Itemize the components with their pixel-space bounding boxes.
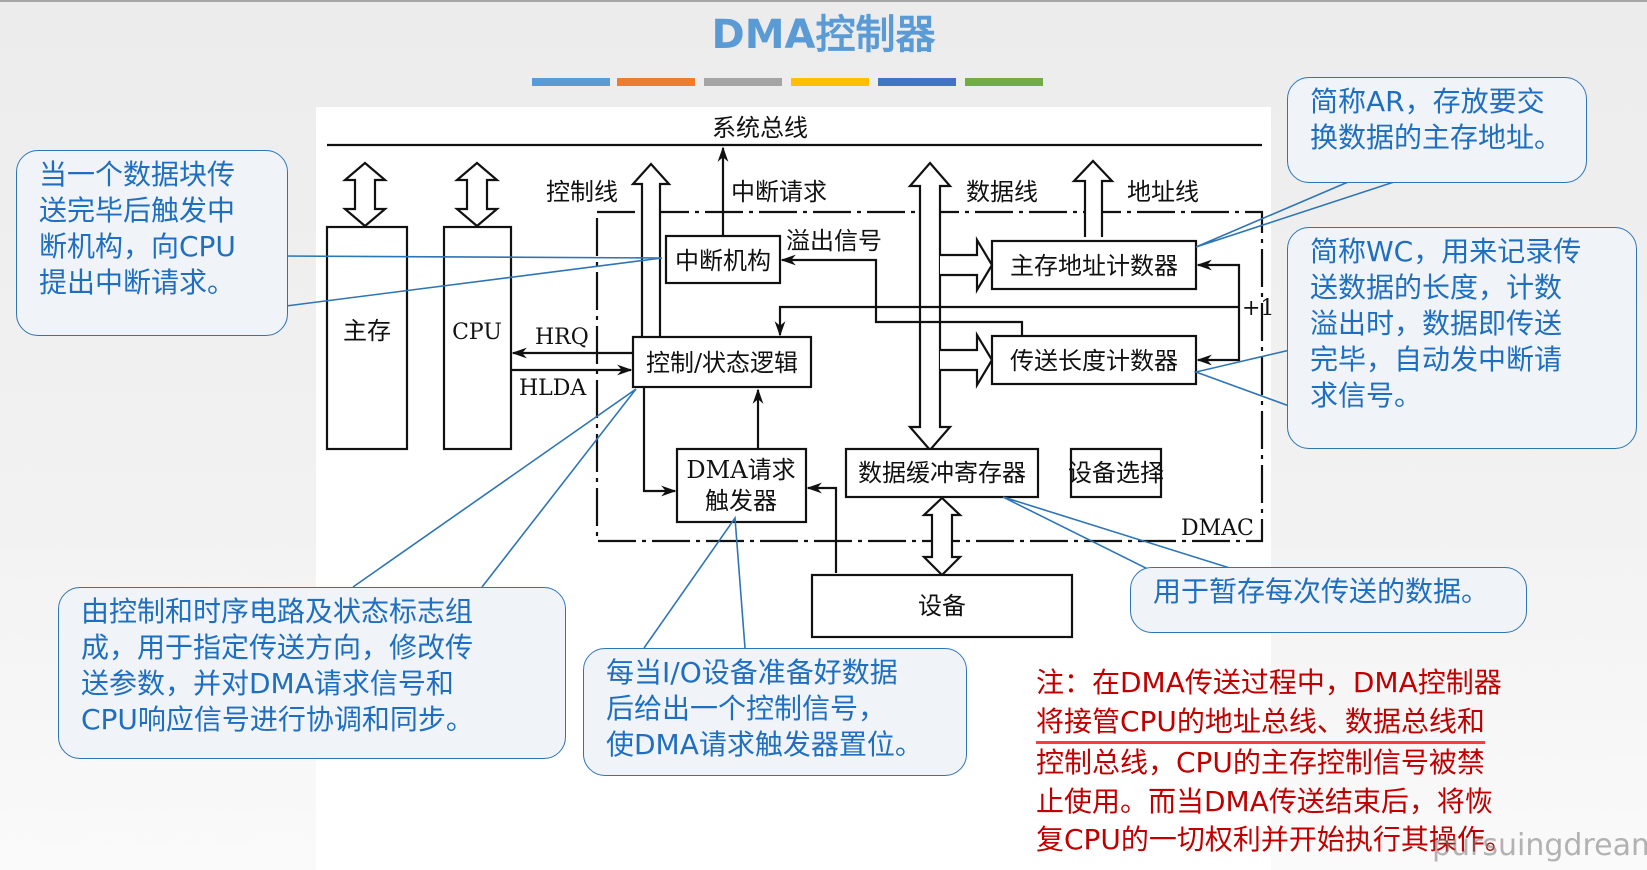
callout-line: 后给出一个控制信号，: [606, 692, 887, 725]
callout-line: 断机构，向CPU: [39, 230, 236, 263]
dmac-boundary: [595, 210, 1264, 543]
callout-line: 简称AR，存放要交: [1310, 85, 1545, 118]
buffer-device-arrow: [921, 496, 963, 577]
length-counter-box: [990, 334, 1198, 386]
overflow-signal-label: 溢出信号: [786, 227, 882, 255]
buffer-callout-leader: [1002, 496, 1301, 591]
color-bar: [791, 78, 869, 86]
device-select-box: [1069, 447, 1163, 499]
data-line-label: 数据线: [966, 178, 1038, 206]
device-select-label: 设备选择: [1068, 459, 1164, 487]
callout-line: 换数据的主存地址。: [1310, 121, 1563, 154]
callout-data-buffer: 用于暂存每次传送的数据。: [1130, 567, 1527, 633]
device-label: 设备: [918, 592, 966, 620]
trigger-callout-leader: [643, 515, 746, 649]
main-memory-box: [325, 225, 409, 451]
callout-line: 当一个数据块传: [39, 158, 236, 191]
control-line-arrow: [630, 162, 672, 338]
interrupt-request-label: 中断请求: [731, 178, 827, 206]
overflow-signal-arrow: [780, 254, 1024, 336]
dma-trigger-box: [675, 447, 808, 524]
memory-bus-arrow: [342, 161, 388, 228]
data-buffer-label: 数据缓冲寄存器: [858, 459, 1026, 487]
callout-control-logic: 由控制和时序电路及状态标志组 成，用于指定传送方向，修改传 送参数，并对DMA请…: [58, 587, 566, 759]
address-counter-box: [990, 239, 1198, 291]
callout-line: 成，用于指定传送方向，修改传: [81, 631, 474, 664]
note-line: 复CPU的一切权利并开始执行其操作。: [1036, 823, 1513, 856]
callout-address-register: 简称AR，存放要交 换数据的主存地址。: [1287, 77, 1587, 183]
wc-callout-leader: [1193, 349, 1301, 411]
dma-trigger-label-1: DMA请求: [686, 456, 795, 484]
dmac-label: DMAC: [1181, 516, 1254, 541]
callout-line: 求信号。: [1310, 379, 1423, 412]
callout-line: 简称WC，用来记录传: [1310, 235, 1582, 268]
control-logic-label: 控制/状态逻辑: [646, 349, 798, 377]
callout-line: 送参数，并对DMA请求信号和: [81, 667, 454, 700]
dma-note: 注：在DMA传送过程中，DMA控制器 将接管CPU的地址总线、数据总线和 控制总…: [1036, 664, 1596, 860]
hlda-label: HLDA: [519, 376, 587, 401]
interrupt-callout-leader: [279, 255, 663, 307]
data-to-address-arrow: [940, 236, 994, 294]
control-logic-callout-leader: [352, 388, 637, 588]
cpu-bus-arrow: [454, 161, 500, 228]
color-bar: [704, 78, 782, 86]
interrupt-unit-label: 中断机构: [675, 247, 771, 275]
callout-line: 完毕，自动发中断请: [1310, 343, 1563, 376]
note-line: 止使用。而当DMA传送结束后，将恢: [1036, 784, 1493, 818]
color-bar: [532, 78, 610, 86]
plus-one-label: +1: [1242, 296, 1274, 321]
note-line: 控制总线，CPU的主存控制信号被禁: [1036, 746, 1485, 779]
callout-line: 送数据的长度，计数: [1310, 271, 1563, 304]
callout-line: 用于暂存每次传送的数据。: [1153, 575, 1490, 608]
slide-title: DMA控制器: [711, 12, 936, 58]
address-line-label: 地址线: [1127, 178, 1199, 206]
main-memory-label: 主存: [343, 317, 391, 345]
color-bar: [965, 78, 1043, 86]
address-counter-label: 主存地址计数器: [1010, 252, 1178, 280]
ar-callout-leader: [1195, 178, 1401, 248]
callout-line: 提出中断请求。: [39, 266, 236, 299]
device-to-trigger-arrow: [806, 482, 838, 573]
color-bar: [878, 78, 956, 86]
data-to-length-arrow: [940, 331, 994, 389]
interrupt-unit-box: [664, 234, 782, 285]
address-line-arrow: [1071, 159, 1115, 237]
callout-line: 使DMA请求触发器置位。: [606, 728, 923, 761]
dma-trigger-label-2: 触发器: [705, 487, 777, 515]
logic-to-trigger-arrow: [642, 388, 677, 497]
note-line-underlined: 将接管CPU的地址总线、数据总线和: [1036, 703, 1485, 744]
callout-dma-trigger: 每当I/O设备准备好数据 后给出一个控制信号， 使DMA请求触发器置位。: [583, 648, 967, 776]
device-box: [810, 573, 1074, 639]
note-line: 注：在DMA传送过程中，DMA控制器: [1036, 666, 1502, 699]
callout-line: 送完毕后触发中: [39, 194, 236, 227]
callout-line: 溢出时，数据即传送: [1310, 307, 1563, 340]
system-bus-label: 系统总线: [712, 114, 808, 142]
length-counter-label: 传送长度计数器: [1010, 347, 1178, 375]
callout-line: 由控制和时序电路及状态标志组: [81, 595, 474, 628]
top-border: [0, 0, 1647, 2]
color-bar: [617, 78, 695, 86]
control-line-label: 控制线: [546, 178, 618, 206]
control-logic-box: [631, 335, 813, 389]
cpu-label: CPU: [452, 320, 502, 345]
clock-to-logic-arrow: [774, 305, 1239, 337]
callout-interrupt-unit: 当一个数据块传 送完毕后触发中 断机构，向CPU 提出中断请求。: [16, 150, 288, 336]
callout-line: 每当I/O设备准备好数据: [606, 656, 898, 689]
callout-word-counter: 简称WC，用来记录传 送数据的长度，计数 溢出时，数据即传送 完毕，自动发中断请…: [1287, 227, 1637, 449]
hrq-label: HRQ: [535, 325, 589, 350]
watermark: pursuingdreams: [1432, 828, 1647, 863]
increment-length-arrow: [1196, 307, 1241, 366]
callout-line: CPU响应信号进行协调和同步。: [81, 703, 474, 736]
increment-address-arrow: [1196, 259, 1241, 307]
data-buffer-box: [844, 447, 1040, 499]
